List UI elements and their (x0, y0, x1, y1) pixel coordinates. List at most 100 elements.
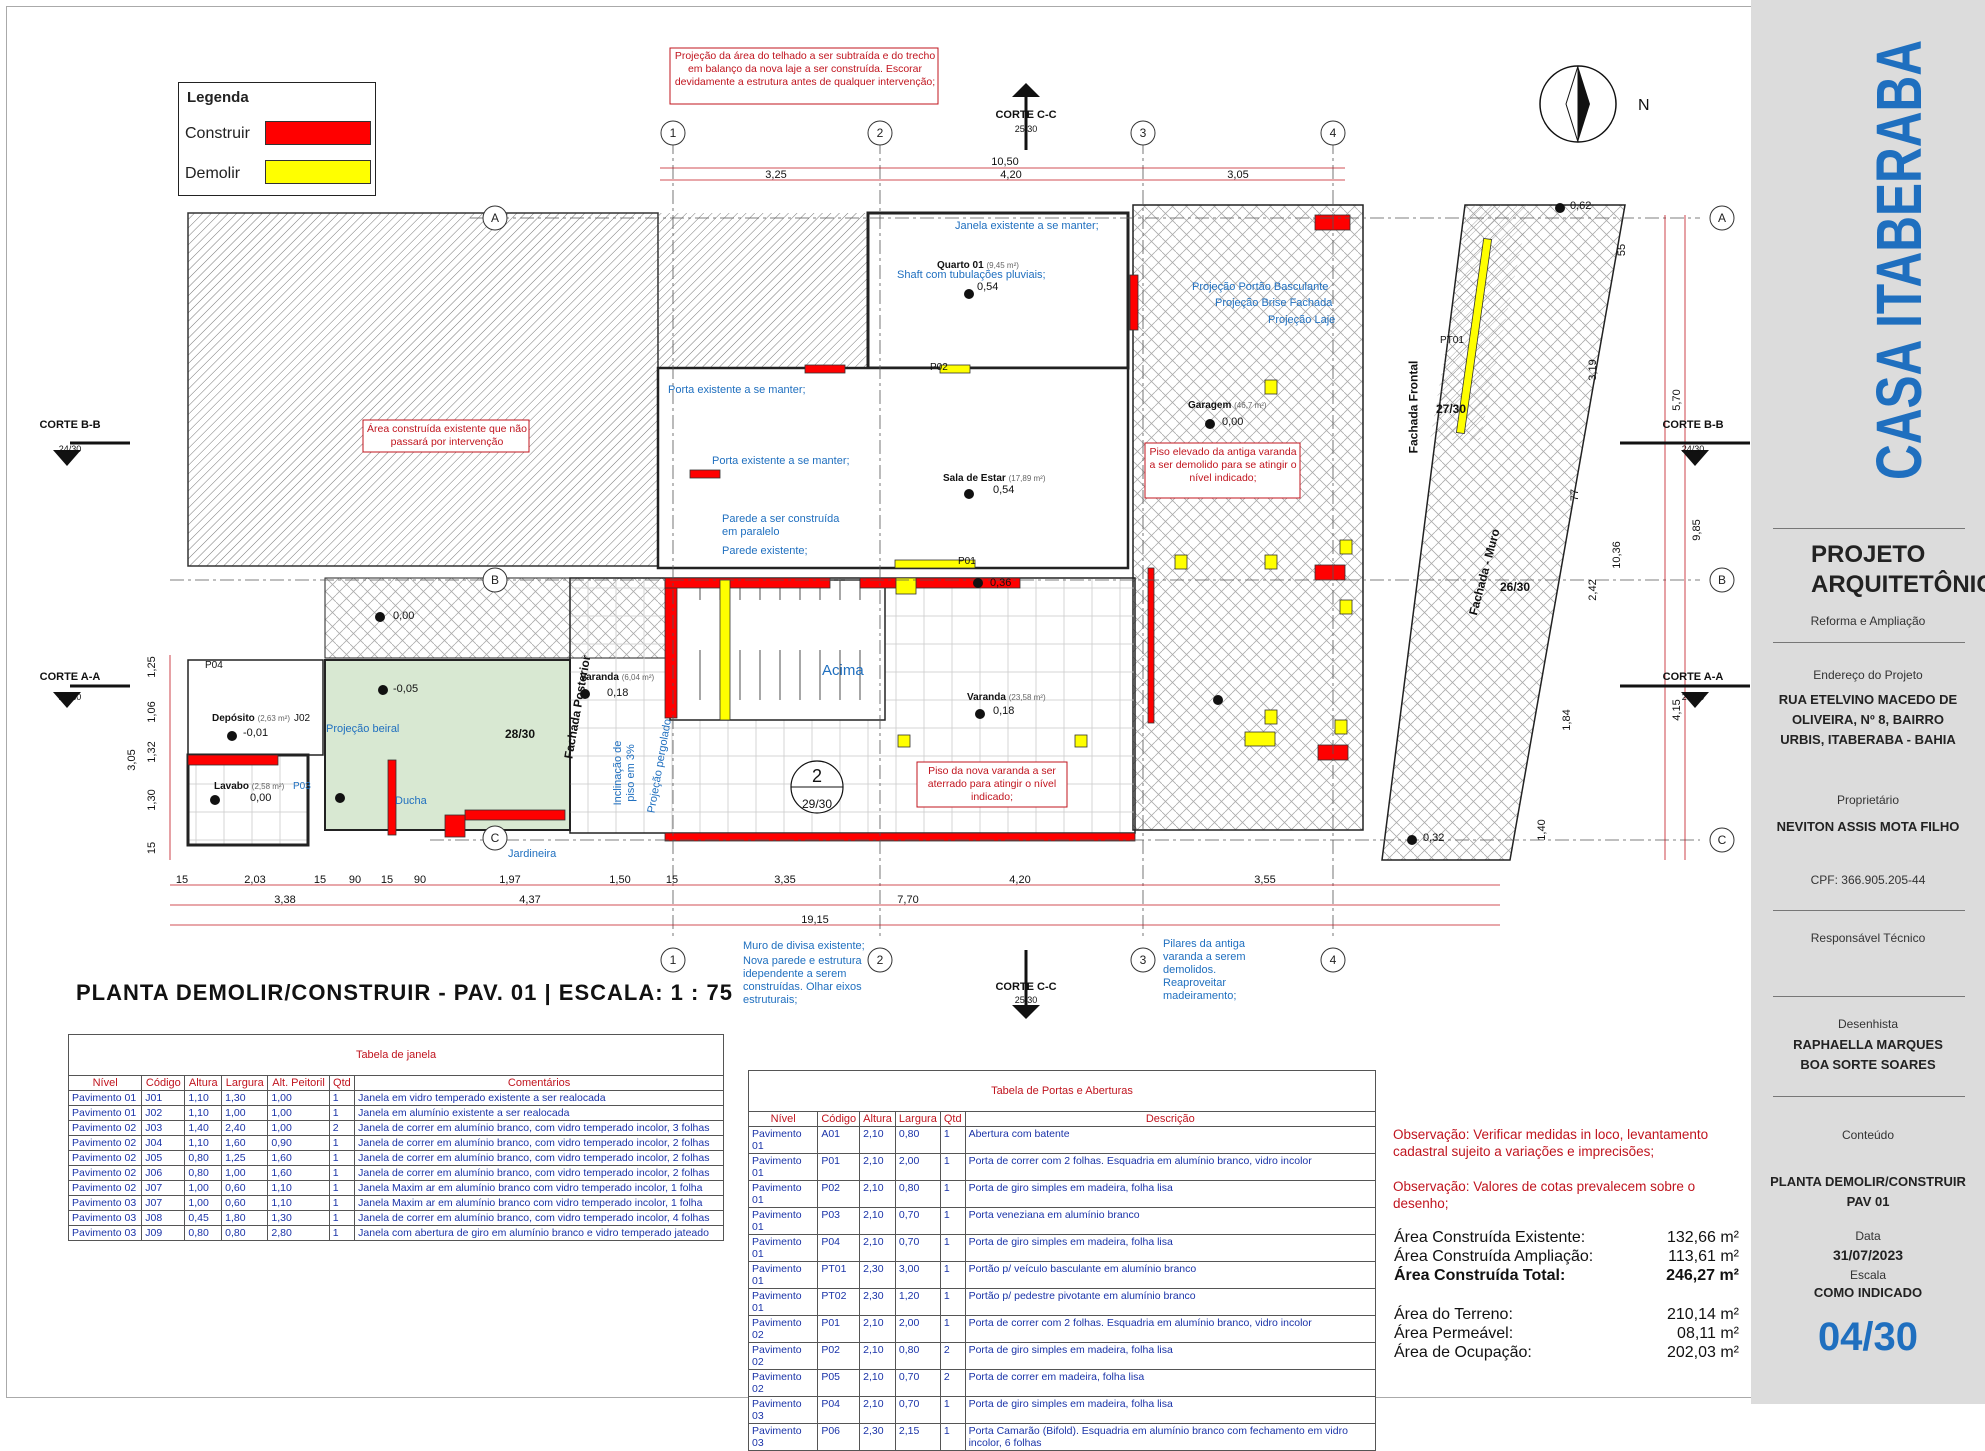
door-table-cell: 0,80 (894, 1180, 941, 1208)
window-table-cell: 0,45 (184, 1210, 223, 1226)
door-table-cell: 2 (939, 1342, 966, 1370)
window-table-cell: Pavimento 02 (67, 1165, 143, 1181)
area-total-label: Área Construída Total: (1394, 1267, 1566, 1284)
areas-block-2: Área do Terreno:210,14 m² Área Permeável… (1394, 1306, 1739, 1363)
detail-2: 2 (812, 766, 822, 786)
room-garagem-label: Garagem (46,7 m²) (1188, 400, 1267, 411)
grid-col-1: 1 (670, 126, 677, 140)
north-label: N (1638, 97, 1650, 114)
door-table-cell: Porta de giro simples em madeira, folha … (964, 1180, 1377, 1208)
window-table-cell: 1,60 (267, 1150, 330, 1166)
window-table-cell: Pavimento 02 (67, 1135, 143, 1151)
content: PLANTA DEMOLIR/CONSTRUIR PAV 01 (1770, 1174, 1966, 1209)
dim-total-1: 3,38 (274, 894, 295, 906)
door-table-cell: Porta veneziana em alumínio branco (964, 1207, 1377, 1235)
door-p04: P04 (205, 660, 223, 671)
note-new-veranda-floor: Piso da nova varanda a ser aterrado para… (927, 765, 1057, 803)
grid-col-1-bottom: 1 (670, 953, 677, 967)
grid-row-b-left: B (491, 573, 499, 587)
window-table-cell: Pavimento 02 (67, 1150, 143, 1166)
room-lavabo-level: 0,00 (250, 792, 272, 804)
legend-build-label: Construir (185, 125, 250, 142)
window-table-cell: Pavimento 02 (67, 1180, 143, 1196)
front-strip (1381, 204, 1626, 861)
ref-26: 26/30 (1500, 580, 1531, 594)
section-cc-bottom: CORTE C-C (995, 981, 1056, 993)
note-acima: Acima (822, 662, 864, 679)
window-table-cell: Janela de correr em alumínio branco, com… (354, 1165, 724, 1181)
note-veranda-box (916, 761, 1068, 808)
door-table-cell: Porta Camarão (Bifold). Esquadria em alu… (964, 1423, 1377, 1451)
section-bb-right-ref: 24/30 (1682, 444, 1705, 454)
door-table-cell: P03 (817, 1207, 861, 1235)
title-block: CASA ITABERABA PROJETO ARQUITETÔNICO Ref… (1751, 0, 1985, 1404)
window-table-cell: 1,30 (267, 1210, 330, 1226)
note-raised-floor: Piso elevado da antiga varanda a ser dem… (1149, 446, 1297, 484)
project-type: PROJETO ARQUITETÔNICO (1811, 541, 1985, 598)
window-table-cell: Janela de correr em alumínio branco, com… (354, 1210, 724, 1226)
window-table-cell: 0,60 (221, 1195, 269, 1211)
grid-col-4: 4 (1330, 126, 1337, 140)
window-table-cell: 1,60 (267, 1165, 330, 1181)
level-062: 0,62 (1570, 200, 1592, 212)
dim-left-1: 1,25 (146, 656, 158, 677)
north-arrow-icon (1539, 65, 1617, 143)
window-table-header: Largura (221, 1075, 269, 1091)
level-032: 0,32 (1423, 832, 1445, 844)
room-deposito (187, 659, 324, 756)
room-deposito-level: -0,01 (243, 727, 269, 739)
dim-bot-10: 3,35 (774, 874, 795, 886)
door-table-cell: Porta de giro simples em madeira, folha … (964, 1234, 1377, 1262)
area-expansion-label: Área Construída Ampliação: (1394, 1248, 1594, 1265)
grid-bubbles (482, 120, 1735, 973)
door-table-cell: 2,10 (859, 1396, 896, 1424)
note-proj-brise: Projeção Brise Fachada (1215, 297, 1333, 309)
tech-label: Responsável Técnico (1810, 931, 1926, 945)
dim-left-2: 1,06 (146, 701, 158, 722)
dim-top-2: 4,20 (1000, 169, 1021, 181)
window-table-cell: 1,00 (221, 1105, 269, 1121)
build-walls (187, 214, 1351, 842)
window-table-header: Altura (184, 1075, 223, 1091)
room-sala-level: 0,54 (993, 484, 1015, 496)
observation-2: Observação: Valores de cotas prevalecem … (1393, 1179, 1696, 1211)
door-table-cell: 1 (939, 1234, 966, 1262)
window-table-cell: J01 (141, 1090, 186, 1106)
door-table-cell: P02 (817, 1342, 861, 1370)
window-table-cell: 0,60 (221, 1180, 269, 1196)
address: RUA ETELVINO MACEDO DE OLIVEIRA, Nº 8, B… (1778, 692, 1958, 747)
dim-left-6: 15 (146, 842, 158, 854)
dim-bot-11: 4,20 (1009, 874, 1030, 886)
area-land: 210,14 m² (1666, 1306, 1739, 1323)
note-proj-laje: Projeção Laje (1268, 314, 1336, 326)
door-table-cell: 1,20 (894, 1288, 941, 1316)
cpf: CPF: 366.905.205-44 (1810, 873, 1926, 887)
dim-right-6: 2,42 (1587, 579, 1599, 600)
window-table-cell: 1,00 (221, 1165, 269, 1181)
legend-demolish-label: Demolir (185, 165, 241, 182)
detail-2-ref: 29/30 (802, 797, 832, 811)
note-boundary-wall: Muro de divisa existente; (743, 940, 865, 952)
door-table-cell: 1 (939, 1180, 966, 1208)
window-table-header: Nível (67, 1075, 143, 1091)
door-p03: P03 (293, 781, 311, 792)
door-table-cell: Pavimento 03 (747, 1396, 819, 1424)
section-aa-left: CORTE A-A (40, 671, 101, 683)
door-p02: P02 (930, 362, 948, 373)
room-quarto-label: Quarto 01 (9,45 m²) (937, 260, 1019, 271)
dim-top-4: 3,05 (1227, 169, 1248, 181)
drafter-label: Desenhista (1837, 1017, 1899, 1031)
window-table-cell: J02 (141, 1105, 186, 1121)
window-table-cell: 1 (328, 1225, 356, 1241)
grid-row-a-left: A (491, 211, 499, 225)
ducha-label: Ducha (395, 795, 427, 807)
door-table-cell: 2,00 (894, 1153, 941, 1181)
door-table-cell: P01 (817, 1153, 861, 1181)
section-aa-right: CORTE A-A (1663, 671, 1724, 683)
